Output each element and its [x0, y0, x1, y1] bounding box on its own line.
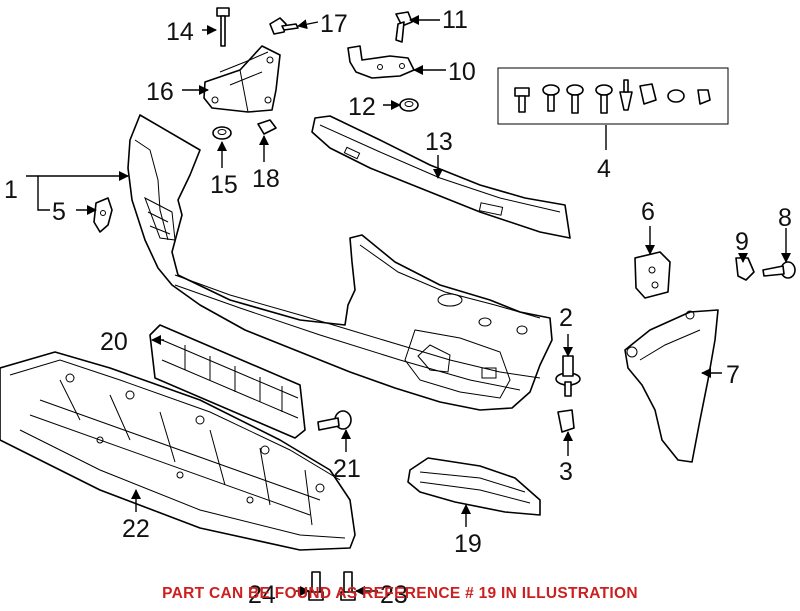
screw-part-17 — [269, 17, 299, 35]
clip-part-6 — [634, 251, 671, 299]
callout-23: 23 — [380, 581, 408, 609]
callout-24: 24 — [248, 581, 276, 609]
lower-grille-part-19 — [407, 457, 541, 516]
callout-20: 20 — [100, 328, 128, 356]
callout-5: 5 — [52, 198, 66, 226]
clip-part-5 — [93, 197, 113, 233]
callout-labels: 1 2 3 4 5 6 7 8 9 10 11 12 13 14 15 16 1… — [4, 6, 792, 609]
rivet-part-2 — [555, 355, 581, 397]
hardware-kit-part-4 — [497, 67, 729, 125]
bolt-part-8 — [762, 261, 796, 279]
callout-2: 2 — [559, 304, 573, 332]
bolt-part-21 — [317, 410, 352, 431]
callout-13: 13 — [425, 128, 453, 156]
callout-7: 7 — [726, 361, 740, 389]
callout-11: 11 — [442, 6, 468, 34]
callout-19: 19 — [454, 530, 482, 558]
bracket-part-10 — [347, 45, 415, 79]
callout-17: 17 — [320, 10, 348, 38]
nut-part-15 — [212, 126, 232, 140]
callout-18: 18 — [252, 165, 280, 193]
bracket-part-16 — [203, 45, 281, 113]
screw-part-11 — [395, 11, 413, 43]
callout-14: 14 — [166, 18, 194, 46]
callout-15: 15 — [210, 171, 238, 199]
clip-part-9 — [735, 257, 755, 281]
callout-10: 10 — [448, 58, 476, 86]
bolt-part-24 — [308, 571, 324, 601]
callout-3: 3 — [559, 458, 573, 486]
callout-1: 1 — [4, 176, 18, 204]
callout-4: 4 — [597, 155, 611, 183]
grille-insert-part-20 — [149, 324, 306, 439]
callout-9: 9 — [735, 228, 749, 256]
leader-lines — [26, 15, 791, 596]
guide-bracket-part-7 — [624, 309, 719, 463]
callout-22: 22 — [122, 515, 150, 543]
callout-8: 8 — [778, 204, 792, 232]
callout-21: 21 — [333, 455, 361, 483]
callout-16: 16 — [146, 78, 174, 106]
callout-12: 12 — [348, 93, 376, 121]
bolt-part-23 — [340, 571, 356, 601]
nut-part-12 — [399, 98, 419, 112]
bumper-cover-part — [127, 114, 553, 411]
callout-6: 6 — [641, 198, 655, 226]
bolt-part-14 — [216, 7, 230, 47]
under-shield-part-22 — [0, 351, 356, 551]
clip-part-3 — [557, 409, 575, 433]
bolt-part-18 — [257, 119, 277, 135]
reference-notice: PART CAN BE FOUND AS REFERENCE # 19 IN I… — [162, 585, 638, 602]
